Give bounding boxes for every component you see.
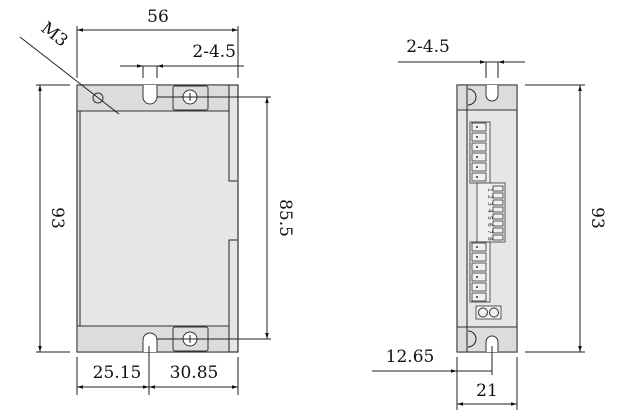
pin-dot	[476, 146, 478, 148]
pin-dot	[476, 136, 478, 138]
dip-switch-lever	[492, 185, 504, 192]
right-offset-label: 30.85	[170, 363, 219, 383]
connector-pin	[471, 152, 487, 162]
top-slot	[142, 85, 158, 105]
pin-dot	[476, 126, 478, 128]
dip-number: 2	[486, 195, 493, 199]
pin-dot	[476, 246, 478, 248]
dip-number: 4	[486, 209, 493, 213]
left-offset-label: 25.15	[93, 363, 142, 383]
pin-dot	[476, 266, 478, 268]
connector-pin	[471, 242, 487, 252]
side-view: 1 2 3 4 5 6 7 8 2-4.5 93 12.65 21	[372, 37, 607, 410]
side-offset-label: 12.65	[386, 347, 435, 367]
side-slot-label: 2-4.5	[406, 37, 450, 57]
dip-switch-lever	[492, 199, 504, 206]
slot-dim-label: 2-4.5	[192, 42, 236, 62]
dip-switch-lever	[492, 206, 504, 213]
connector-pin	[471, 122, 487, 132]
pin-dot	[476, 256, 478, 258]
connector-pin	[471, 252, 487, 262]
pin-dot	[476, 276, 478, 278]
dip-number: 3	[486, 202, 493, 206]
connector-pin	[471, 282, 487, 292]
dip-number: 6	[486, 223, 493, 227]
m3-hole	[92, 92, 104, 104]
bottom-slot	[142, 332, 158, 352]
connector-pin	[471, 272, 487, 282]
width-dim-label: 56	[147, 7, 169, 27]
dip-number: 1	[486, 188, 493, 192]
pin-dot	[476, 176, 478, 178]
led-indicators	[475, 305, 502, 320]
dip-switch-lever	[492, 227, 504, 234]
dip-switch-lever	[492, 234, 504, 241]
pin-dot	[476, 166, 478, 168]
pin-dot	[476, 286, 478, 288]
connector-pin	[471, 142, 487, 152]
m3-label: M3	[37, 18, 72, 51]
dip-switch-lever	[492, 220, 504, 227]
side-width-label: 21	[476, 381, 498, 401]
dip-switch-lever	[492, 192, 504, 199]
connector-pin	[471, 292, 487, 302]
side-height-label: 93	[587, 207, 607, 229]
height-dim-label: 93	[47, 207, 67, 229]
dip-switch-lever	[492, 213, 504, 220]
dip-number: 8	[486, 237, 493, 241]
dip-number: 5	[486, 216, 493, 220]
front-view: 56 2-4.5 M3 93 85.5 25.15 30.85	[19, 7, 295, 395]
pin-dot	[476, 296, 478, 298]
mount-pitch-label: 85.5	[275, 199, 295, 237]
driver-body	[76, 84, 239, 353]
connector-pin	[471, 132, 487, 142]
connector-pin	[471, 162, 487, 172]
connector-pin	[471, 262, 487, 272]
dip-number: 7	[486, 230, 493, 234]
connector-pin	[471, 172, 487, 182]
pin-dot	[476, 156, 478, 158]
